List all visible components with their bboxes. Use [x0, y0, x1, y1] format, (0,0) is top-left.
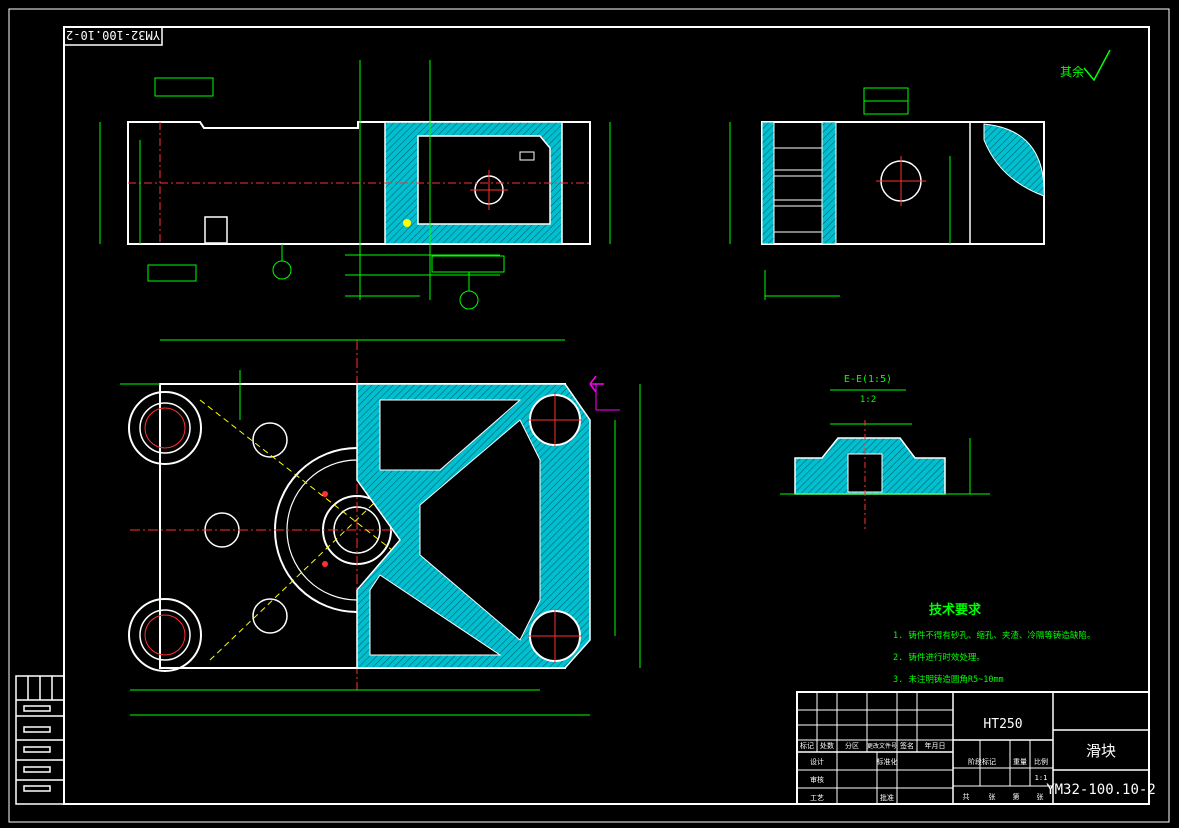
svg-text:签名: 签名 [900, 741, 914, 750]
svg-text:E-E(1:5): E-E(1:5) [844, 374, 892, 385]
scale-value: 1:1 [1035, 774, 1048, 782]
title-block: HT250 滑块 YM32-100.10-2 1:1 标记 处数 分区 更改文件… [796, 691, 1156, 805]
svg-text:审核: 审核 [810, 775, 824, 784]
svg-text:1:2: 1:2 [860, 395, 876, 405]
svg-text:重量: 重量 [1013, 758, 1027, 766]
svg-text:工艺: 工艺 [810, 794, 824, 802]
roughness-symbol-icon [1083, 49, 1111, 82]
inner-border [63, 26, 1150, 805]
svg-text:设计: 设计 [810, 757, 824, 766]
svg-text:标记: 标记 [800, 741, 814, 750]
svg-text:其余: 其余 [1060, 64, 1084, 79]
svg-text:处数: 处数 [820, 741, 834, 750]
tech-requirements: 技术要求 1. 铸件不得有砂孔、缩孔、夹渣、冷隔等铸造缺陷。 2. 铸件进行时效… [893, 602, 1095, 685]
svg-text:年月日: 年月日 [925, 741, 946, 750]
svg-text:比例: 比例 [1034, 757, 1048, 766]
tech-requirement-2: 2. 铸件进行时效处理。 [893, 652, 985, 663]
svg-text:张: 张 [1037, 792, 1044, 801]
drawing-number: YM32-100.10-2 [1046, 782, 1156, 798]
filing-strip [15, 675, 65, 805]
part-name: 滑块 [1086, 742, 1116, 760]
plan-view [120, 339, 641, 716]
corner-stamp: YM32-100.10-2 [63, 26, 163, 46]
section-view: E-E(1:5) 1:2 [780, 374, 990, 532]
svg-text:共: 共 [963, 792, 970, 801]
svg-text:更改文件号: 更改文件号 [867, 742, 897, 750]
svg-text:张: 张 [989, 792, 996, 801]
outer-border [8, 8, 1170, 823]
tech-requirements-title: 技术要求 [929, 602, 982, 618]
side-view [729, 87, 1045, 300]
svg-text:批准: 批准 [880, 793, 894, 802]
svg-text:分区: 分区 [845, 741, 859, 750]
svg-text:第: 第 [1013, 792, 1020, 801]
roughness-note: 其余 [1060, 49, 1111, 82]
svg-text:阶段标记: 阶段标记 [968, 757, 996, 766]
svg-text:标准化: 标准化 [877, 757, 898, 766]
material: HT250 [983, 717, 1022, 732]
svg-text:YM32-100.10-2: YM32-100.10-2 [66, 28, 160, 42]
front-view [99, 60, 611, 310]
tech-requirement-1: 1. 铸件不得有砂孔、缩孔、夹渣、冷隔等铸造缺陷。 [893, 630, 1095, 641]
tech-requirement-3: 3. 未注明铸造圆角R5~10mm [893, 674, 1004, 685]
